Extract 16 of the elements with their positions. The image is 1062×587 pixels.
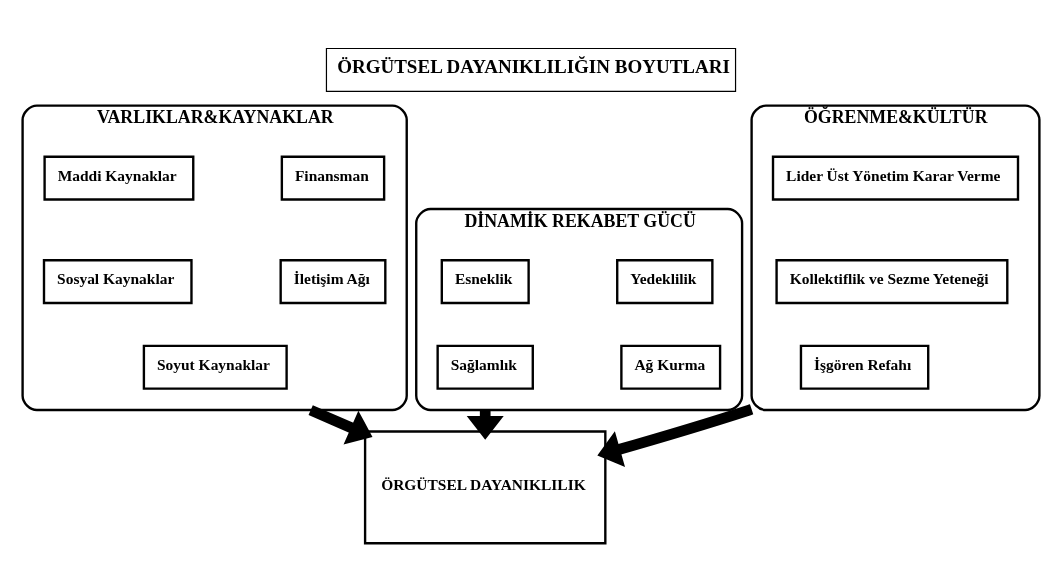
arrow (597, 404, 755, 467)
node-box: Esneklik (440, 259, 530, 305)
arrow (308, 405, 373, 445)
diagram-title: ÖRGÜTSEL DAYANIKLILIĞIN BOYUTLARI (337, 56, 730, 78)
node-box: Finansman (280, 155, 386, 201)
node-box: Ağ Kurma (620, 344, 722, 390)
node-box: Lider Üst Yönetim Karar Verme (771, 155, 1020, 201)
node-box: ÖRGÜTSEL DAYANIKLILIK (363, 430, 607, 545)
node-box: İletişim Ağı (279, 259, 387, 305)
node-box: Yedeklilik (616, 259, 714, 305)
node-box: Kollektiflik ve Sezme Yeteneği (775, 259, 1009, 305)
node-box: İşgören Refahı (799, 344, 930, 390)
node-box: Maddi Kaynaklar (43, 155, 195, 201)
node-box: Sağlamlık (436, 344, 534, 390)
node-box: Soyut Kaynaklar (142, 344, 288, 390)
node-box: Sosyal Kaynaklar (42, 259, 193, 305)
